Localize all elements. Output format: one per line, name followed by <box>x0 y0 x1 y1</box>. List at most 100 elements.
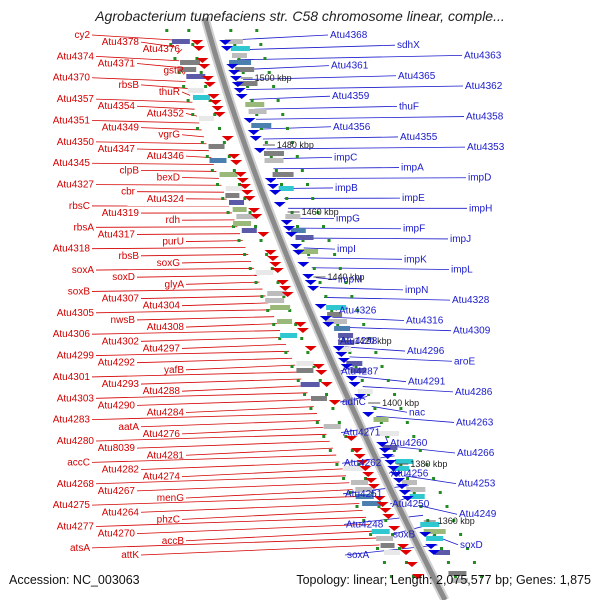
gene-block-right <box>409 494 425 499</box>
scale-tick-label: 1440 kbp <box>327 272 364 282</box>
track-dot <box>318 379 322 382</box>
left-connector <box>95 98 193 103</box>
reverse-strand-arrow <box>280 220 293 225</box>
forward-strand-arrow <box>234 172 247 177</box>
gene-block-right <box>264 151 285 156</box>
reverse-strand-arrow <box>425 544 438 549</box>
right-gene-label: impM <box>338 275 362 286</box>
right-connector <box>303 247 336 250</box>
left-gene-label: rbsB <box>118 251 139 262</box>
left-connector <box>185 406 314 413</box>
forward-strand-arrow <box>388 526 401 531</box>
left-connector <box>95 55 180 62</box>
right-gene-label: impC <box>334 152 357 163</box>
track-dot <box>333 253 337 256</box>
reverse-strand-arrow <box>304 280 317 285</box>
right-connector <box>349 356 453 362</box>
scale-tick-label: 1420 kbp <box>355 336 392 346</box>
right-connector <box>246 85 464 90</box>
right-gene-label: Atu4353 <box>467 142 505 153</box>
left-gene-label: Atu4346 <box>147 151 185 162</box>
gene-block-right <box>420 522 440 527</box>
right-gene-label: Atu4291 <box>408 377 446 388</box>
track-dot <box>226 211 230 214</box>
left-gene-label: Atu4303 <box>57 393 95 404</box>
track-dot <box>221 197 225 200</box>
left-connector <box>91 413 317 421</box>
track-dot <box>300 337 304 340</box>
track-dot <box>272 323 276 326</box>
gene-block-left <box>186 74 206 79</box>
left-connector <box>95 141 207 145</box>
track-dot <box>438 491 442 494</box>
track-dot <box>270 267 274 270</box>
gene-block-left <box>219 172 238 177</box>
left-connector <box>185 364 296 371</box>
track-dot <box>386 435 390 438</box>
left-gene-label: soxB <box>68 286 91 297</box>
left-connector <box>91 288 263 292</box>
track-dot <box>254 281 258 284</box>
left-gene-label: thuR <box>159 87 180 98</box>
gene-block-left <box>180 60 201 65</box>
forward-strand-arrow <box>304 346 317 351</box>
track-dot <box>412 491 416 494</box>
gene-block-left <box>241 228 257 233</box>
track-dot <box>254 225 258 228</box>
forward-strand-arrow <box>239 184 252 189</box>
track-dot <box>379 421 383 424</box>
left-connector <box>185 323 278 328</box>
left-connector <box>95 267 254 271</box>
gene-block-right <box>448 571 467 576</box>
reverse-strand-arrow <box>354 394 367 399</box>
track-dot <box>243 197 247 200</box>
right-connector <box>371 405 408 413</box>
right-connector <box>236 54 463 61</box>
left-connector <box>136 316 275 321</box>
track-dot <box>374 351 378 354</box>
right-gene-label: Atu4316 <box>406 315 444 326</box>
track-dot <box>290 141 294 144</box>
forward-strand-arrow <box>192 46 205 51</box>
forward-strand-arrow <box>399 550 412 555</box>
left-gene-label: Atu4305 <box>57 308 95 319</box>
right-connector-lines <box>231 34 467 556</box>
reverse-strand-arrow <box>253 148 266 153</box>
left-gene-label: Atu4307 <box>102 294 140 305</box>
reverse-strand-arrow <box>233 88 246 93</box>
gene-block-right <box>337 347 352 352</box>
track-dot <box>331 407 335 410</box>
gene-block-right <box>377 431 399 436</box>
track-dot <box>216 183 220 186</box>
gene-block-right <box>393 466 410 471</box>
left-gene-labels: cy2Atu4378Atu4376Atu4374Atu4371gstRAtu43… <box>53 30 185 561</box>
right-connector <box>243 75 397 81</box>
track-dot <box>479 575 483 578</box>
scale-tick-label: 1360 kbp <box>438 516 475 526</box>
track-dot <box>367 393 371 396</box>
track-dot <box>406 477 410 480</box>
right-gene-label: impA <box>401 163 424 174</box>
track-dot <box>284 351 288 354</box>
reverse-strand-arrow <box>387 466 400 471</box>
right-connector <box>234 44 396 51</box>
left-gene-label: Atu4352 <box>147 108 185 119</box>
right-gene-label: Atu4248 <box>346 519 384 530</box>
track-dot <box>391 533 395 536</box>
gene-block-right <box>295 235 314 240</box>
forward-strand-arrow <box>228 154 241 159</box>
forward-strand-arrow <box>356 460 369 465</box>
reverse-strand-arrow <box>384 460 397 465</box>
right-gene-label: Atu4326 <box>339 305 377 316</box>
track-dot <box>276 281 280 284</box>
track-dot <box>384 519 388 522</box>
track-dot <box>445 505 449 508</box>
left-connector <box>91 77 186 82</box>
gene-block-right <box>272 172 294 177</box>
left-gene-label: Atu4327 <box>57 180 95 191</box>
right-gene-label: soxB <box>393 530 416 541</box>
track-dot <box>237 239 241 242</box>
gene-block-left <box>255 270 274 275</box>
track-dot <box>199 71 203 74</box>
